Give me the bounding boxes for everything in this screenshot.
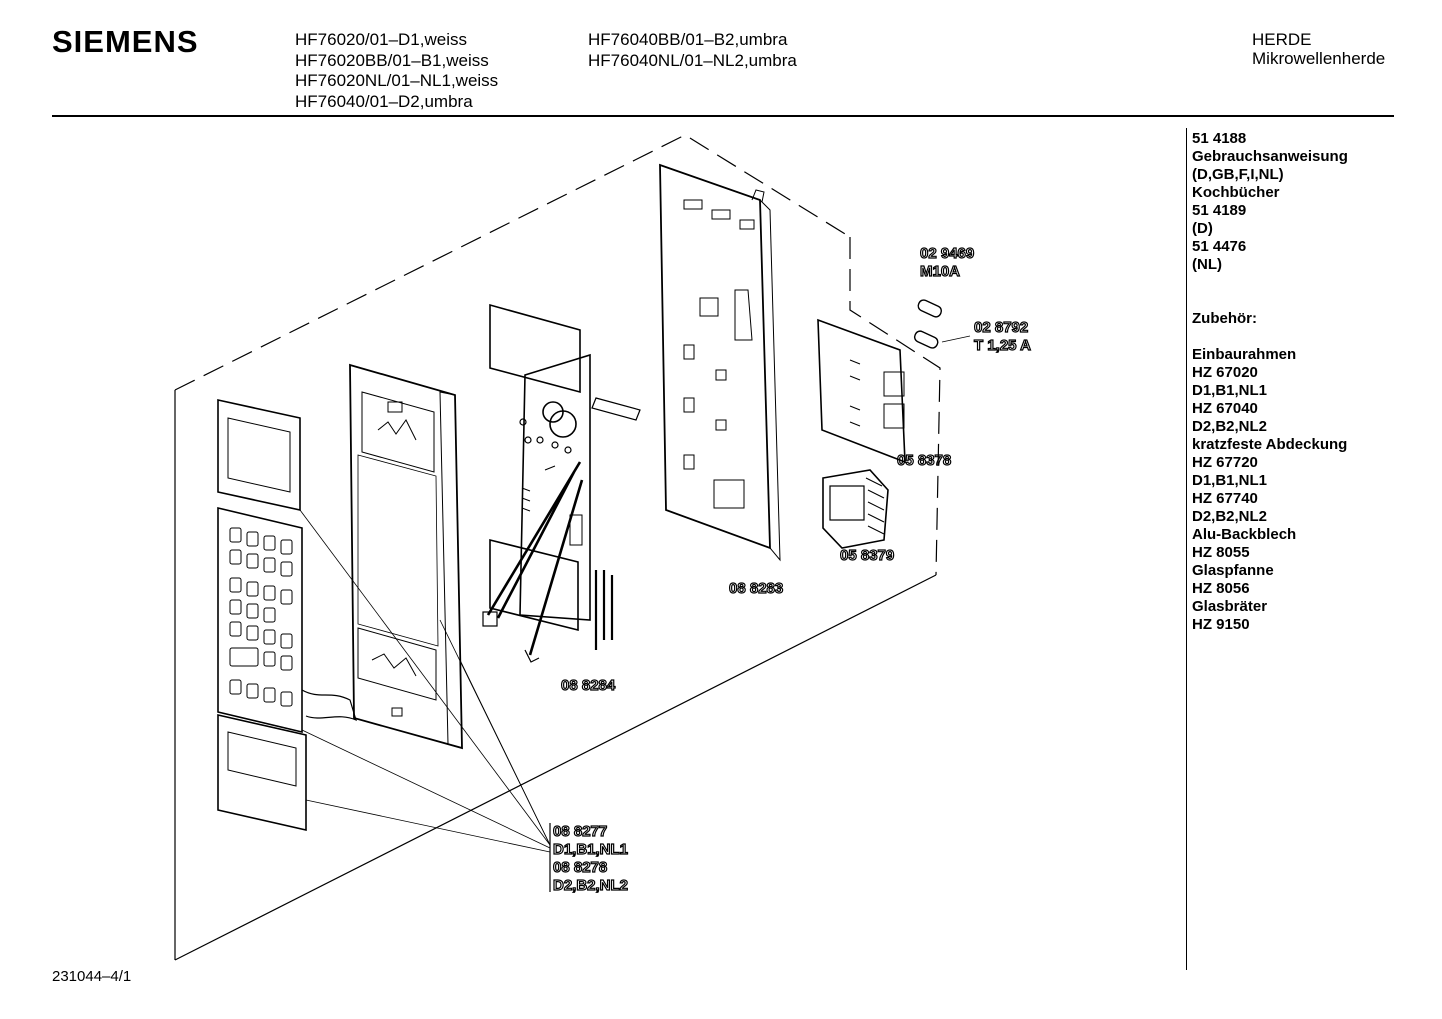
- header-rule: [52, 115, 1394, 117]
- model-line: HF76020/01–D1,weiss: [295, 30, 467, 49]
- display-window-top: [217, 399, 301, 511]
- accessory-line: kratzfeste Abdeckung: [1192, 436, 1348, 453]
- accessory-line: HZ 67040: [1192, 400, 1258, 417]
- accessory-line: HZ 67740: [1192, 490, 1258, 507]
- sidebar-rule: [1186, 128, 1187, 970]
- manual-line: 51 4476: [1192, 238, 1247, 255]
- accessory-line: D1,B1,NL1: [1192, 472, 1268, 489]
- fuses: [913, 299, 971, 349]
- manual-line: 51 4188: [1192, 130, 1247, 147]
- manual-line: (D): [1192, 220, 1213, 237]
- accessory-line: D2,B2,NL2: [1192, 508, 1268, 525]
- manual-line: Gebrauchsanweisung: [1192, 148, 1348, 165]
- accessory-line: HZ 9150: [1192, 616, 1250, 633]
- model-line: HF76040/01–D2,umbra: [295, 91, 473, 111]
- accessory-line: HZ 8056: [1192, 580, 1250, 597]
- manual-line: (NL): [1192, 256, 1222, 273]
- leader-lines: [299, 509, 551, 892]
- accessory-line: HZ 8055: [1192, 544, 1250, 561]
- fuse-m10a-number: 02 9469: [920, 245, 974, 262]
- accessory-line: HZ 67020: [1192, 364, 1258, 381]
- model-line: HF76040NL/01–NL2,umbra: [588, 50, 797, 70]
- accessory-line: Einbaurahmen: [1192, 346, 1297, 363]
- front-d-variants: D1,B1,NL1: [553, 841, 628, 858]
- accessory-line: D1,B1,NL1: [1192, 382, 1268, 399]
- subcategory: Mikrowellenherde: [1252, 49, 1386, 68]
- front-d-number: 08 8277: [553, 823, 607, 840]
- power-board: [817, 318, 906, 464]
- pcb-number: 08 8284: [561, 677, 616, 694]
- model-line: HF76020NL/01–NL1,weiss: [295, 71, 499, 90]
- fuse-t125-number: 02 8792: [974, 319, 1028, 336]
- category-block: HERDE Mikrowellenherde: [1252, 30, 1385, 68]
- display-window-bottom: [217, 713, 307, 832]
- fuse-m10a-spec: M10A: [920, 263, 960, 280]
- manual-line: 51 4189: [1192, 202, 1247, 219]
- document-id: 231044–4/1: [52, 968, 132, 985]
- mounting-frame: [659, 163, 781, 562]
- category: HERDE: [1252, 30, 1312, 49]
- front-e-number: 08 8278: [553, 859, 607, 876]
- model-list-1: HF76020/01–D1,weiss HF76020BB/01–B1,weis…: [295, 30, 498, 112]
- sidebar: 51 4188 Gebrauchsanweisung (D,GB,F,I,NL)…: [1192, 130, 1348, 634]
- accessory-line: D2,B2,NL2: [1192, 418, 1268, 435]
- front-panel: [349, 363, 463, 750]
- model-line: HF76020BB/01–B1,weiss: [295, 50, 489, 70]
- accessory-line: Glaspfanne: [1192, 562, 1274, 579]
- manual-line: Kochbücher: [1192, 184, 1280, 201]
- keypad-membrane: [217, 506, 357, 734]
- control-pcb: [482, 303, 641, 663]
- board-number: 05 8378: [897, 452, 951, 469]
- manual-line: (D,GB,F,I,NL): [1192, 166, 1284, 183]
- accessory-line: HZ 67720: [1192, 454, 1258, 471]
- transformer-number: 05 8379: [840, 547, 894, 564]
- envelope-outline: [174, 134, 941, 961]
- accessory-line: Glasbräter: [1192, 598, 1268, 615]
- model-line: HF76040BB/01–B2,umbra: [588, 30, 788, 49]
- transformer: [822, 469, 889, 549]
- accessory-line: Alu-Backblech: [1192, 526, 1297, 543]
- fuse-t125-spec: T 1,25 A: [974, 337, 1031, 354]
- model-list-2: HF76040BB/01–B2,umbra HF76040NL/01–NL2,u…: [588, 30, 797, 71]
- accessories-heading: Zubehör:: [1192, 310, 1257, 327]
- front-e-variants: D2,B2,NL2: [553, 877, 628, 894]
- frame-number: 08 8283: [729, 580, 783, 597]
- brand-logo: SIEMENS: [52, 24, 199, 59]
